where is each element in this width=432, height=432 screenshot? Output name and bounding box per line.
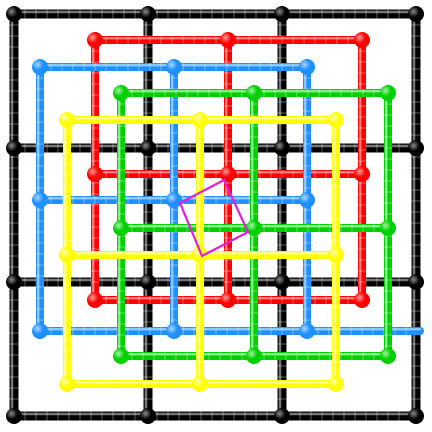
unit-cell-outline <box>178 178 250 258</box>
net-node <box>140 140 156 156</box>
net-node <box>408 274 424 290</box>
unit-cell-layer <box>178 178 250 258</box>
net-node <box>274 6 290 22</box>
net-node <box>220 166 236 182</box>
net-node <box>140 274 156 290</box>
net-node <box>220 32 236 48</box>
net-node <box>354 292 370 308</box>
net-node <box>408 408 424 424</box>
net-bond-horizontal <box>9 9 421 19</box>
net-bond-horizontal <box>9 411 421 421</box>
net-node <box>87 292 103 308</box>
net-black <box>6 6 424 424</box>
net-node <box>220 292 236 308</box>
net-bond-horizontal <box>303 327 424 335</box>
net-node <box>328 376 344 392</box>
net-node <box>59 247 75 263</box>
net-node <box>299 59 315 75</box>
net-bond-vertical <box>9 9 19 421</box>
net-node <box>380 85 396 101</box>
net-red <box>87 32 370 308</box>
net-node <box>408 140 424 156</box>
net-bond-horizontal <box>9 277 421 287</box>
net-node <box>274 274 290 290</box>
net-node <box>32 323 48 339</box>
net-node <box>6 274 22 290</box>
net-bond-vertical <box>411 9 421 421</box>
net-node <box>328 247 344 263</box>
net-node <box>246 85 262 101</box>
net-node <box>113 348 129 364</box>
net-node <box>328 112 344 128</box>
net-bond-horizontal <box>9 143 421 153</box>
net-node <box>59 376 75 392</box>
nets-layer <box>6 6 424 424</box>
net-node <box>166 59 182 75</box>
net-node <box>408 6 424 22</box>
net-node <box>380 348 396 364</box>
net-node <box>246 348 262 364</box>
net-node <box>299 323 315 339</box>
net-node <box>274 140 290 156</box>
net-node <box>140 408 156 424</box>
net-node <box>299 192 315 208</box>
net-node <box>380 220 396 236</box>
net-node <box>6 408 22 424</box>
net-green <box>113 85 396 364</box>
net-node <box>192 376 208 392</box>
net-node <box>166 192 182 208</box>
net-node <box>32 192 48 208</box>
net-node <box>274 408 290 424</box>
net-node <box>246 220 262 236</box>
net-node <box>192 112 208 128</box>
net-node <box>59 112 75 128</box>
net-node <box>166 323 182 339</box>
net-node <box>354 166 370 182</box>
net-node <box>32 59 48 75</box>
net-node <box>192 247 208 263</box>
net-node <box>354 32 370 48</box>
net-node <box>6 6 22 22</box>
net-node <box>87 166 103 182</box>
net-node <box>113 85 129 101</box>
net-node <box>87 32 103 48</box>
net-node <box>113 220 129 236</box>
net-node <box>140 6 156 22</box>
net-node <box>6 140 22 156</box>
net-blue <box>32 59 424 339</box>
net-yellow <box>59 112 344 392</box>
